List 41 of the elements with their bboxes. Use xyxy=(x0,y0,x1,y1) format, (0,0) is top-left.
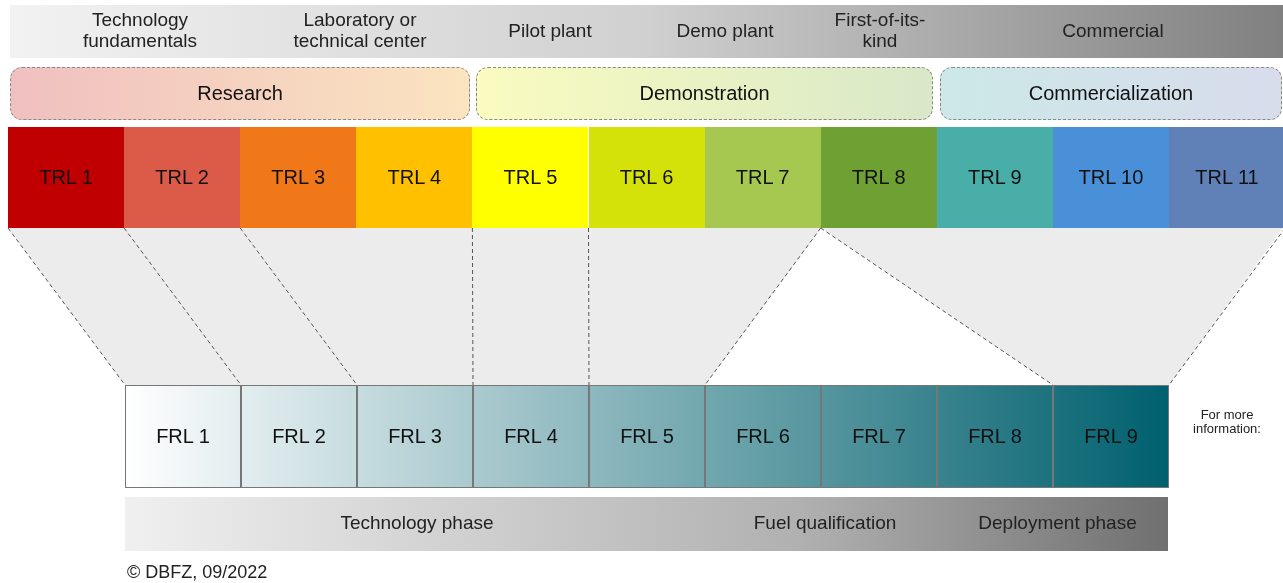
frl-box: FRL 6 xyxy=(705,385,821,488)
frl-box: FRL 9 xyxy=(1053,385,1169,488)
dashed-line xyxy=(123,227,242,386)
stage-label: First-of-its-kind xyxy=(833,9,927,51)
copyright-text: © DBFZ, 09/2022 xyxy=(127,561,269,583)
frl-box: FRL 2 xyxy=(241,385,357,488)
dashed-line xyxy=(471,227,474,386)
frl-box: FRL 4 xyxy=(473,385,589,488)
trl-box: TRL 4 xyxy=(356,127,473,228)
trl-box: TRL 3 xyxy=(240,127,357,228)
trl-box: TRL 5 xyxy=(472,127,589,228)
frl-box: FRL 1 xyxy=(125,385,241,488)
stage-label: Technology fundamentals xyxy=(81,9,199,51)
trl-box: TRL 10 xyxy=(1052,127,1169,228)
dashed-line xyxy=(1168,227,1283,386)
trl-box: TRL 8 xyxy=(820,127,937,228)
phase-box: Research xyxy=(10,67,470,120)
trl-box: TRL 7 xyxy=(704,127,821,228)
trl-box: TRL 2 xyxy=(124,127,241,228)
dashed-line xyxy=(7,227,126,386)
frl-box: FRL 3 xyxy=(357,385,473,488)
phase-box: Commercialization xyxy=(940,67,1282,120)
trl-box: TRL 11 xyxy=(1169,127,1283,228)
dashed-line xyxy=(239,227,358,386)
phase-label: Deployment phase xyxy=(977,512,1138,533)
stage-label: Laboratory or technical center xyxy=(292,9,428,51)
frl-box: FRL 5 xyxy=(589,385,705,488)
frl-box: FRL 7 xyxy=(821,385,937,488)
frl-box: FRL 8 xyxy=(937,385,1053,488)
stage-label: Pilot plant xyxy=(507,20,593,41)
dashed-line xyxy=(588,227,590,386)
stage-label: Demo plant xyxy=(675,20,775,41)
trl-box: TRL 1 xyxy=(8,127,125,228)
phase-label: Technology phase xyxy=(339,512,495,533)
phase-label: Fuel qualification xyxy=(752,512,898,533)
trl-box: TRL 6 xyxy=(588,127,705,228)
stage-label: Commercial xyxy=(1061,20,1165,41)
info-text: For more information: xyxy=(1192,408,1262,436)
dashed-line xyxy=(704,227,822,386)
phase-box: Demonstration xyxy=(476,67,933,120)
trl-box: TRL 9 xyxy=(936,127,1053,228)
